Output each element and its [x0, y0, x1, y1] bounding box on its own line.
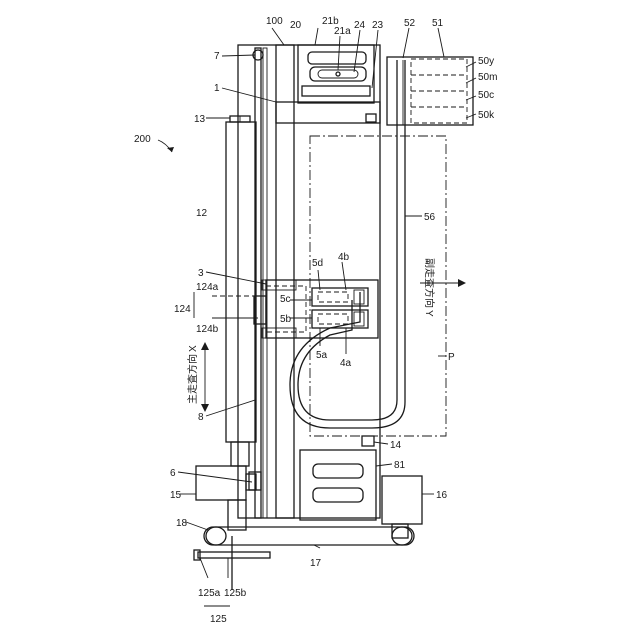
main-scan-text: 主走査方向	[186, 354, 199, 404]
tray-81	[300, 450, 376, 520]
label-5b: 5b	[280, 314, 292, 325]
leader-51	[438, 28, 444, 57]
roller-shaft-bottom	[231, 442, 249, 466]
leader-50y	[466, 62, 476, 67]
main-scan-arrowhead-down	[201, 404, 209, 412]
label-125a: 125a	[198, 588, 221, 599]
label-200: 200	[134, 134, 151, 145]
label-16: 16	[436, 490, 448, 501]
label-100: 100	[266, 16, 283, 27]
main-scan-arrowhead-up	[201, 342, 209, 350]
leader-8	[206, 400, 255, 416]
leader-52	[403, 28, 409, 58]
frame-100	[238, 45, 380, 518]
label-51: 51	[432, 18, 444, 29]
ink-tube-56-inner	[290, 60, 405, 428]
leader-21a	[338, 36, 340, 70]
leader-23	[372, 30, 378, 88]
label-50k: 50k	[478, 110, 495, 121]
leader-50k	[466, 114, 476, 118]
sub-scan-text: 副走査方向	[423, 258, 436, 308]
leader-100	[272, 28, 284, 45]
label-6: 6	[170, 468, 176, 479]
leader-6	[178, 472, 252, 482]
label-12: 12	[196, 208, 208, 219]
label-124: 124	[174, 304, 191, 315]
label-50c: 50c	[478, 90, 494, 101]
main-scan-axis: X	[188, 345, 199, 352]
tray-slot-a	[313, 464, 363, 478]
leader-7	[222, 55, 255, 56]
label-50m: 50m	[478, 72, 497, 83]
label-20: 20	[290, 20, 302, 31]
main-scan-caption: 主走査方向 X	[186, 345, 199, 404]
label-15: 15	[170, 490, 182, 501]
sub-scan-caption: 副走査方向 Y	[423, 258, 436, 317]
label-5c: 5c	[280, 294, 291, 305]
label-124b: 124b	[196, 324, 219, 335]
guide-rail-1	[276, 45, 294, 518]
head-5a-dashed	[318, 314, 348, 324]
leader-50m	[466, 78, 476, 83]
label-5a: 5a	[316, 350, 328, 361]
label-P: P	[448, 352, 455, 363]
label-50y: 50y	[478, 56, 494, 67]
label-18: 18	[176, 518, 188, 529]
label-17: 17	[310, 558, 322, 569]
label-124a: 124a	[196, 282, 219, 293]
leader-1	[222, 88, 276, 102]
head-connector-a	[354, 312, 364, 326]
label-4b: 4b	[338, 252, 350, 263]
pulley-18	[206, 527, 226, 545]
roller-bearing-top	[366, 114, 376, 122]
cap-21b	[308, 52, 366, 64]
label-125: 125	[210, 614, 227, 625]
label-13: 13	[194, 114, 206, 125]
pulley-16	[392, 527, 412, 545]
label-125b: 125b	[224, 588, 247, 599]
label-56: 56	[424, 212, 436, 223]
label-4a: 4a	[340, 358, 352, 369]
label-8: 8	[198, 412, 204, 423]
arrowhead-200	[167, 147, 174, 152]
wiper-24	[336, 72, 340, 76]
motor-base	[228, 500, 246, 530]
carriage-dashed-124	[266, 286, 306, 332]
frame-crossbar	[276, 102, 380, 123]
label-3: 3	[198, 268, 204, 279]
label-21a: 21a	[334, 26, 351, 37]
label-14: 14	[390, 440, 402, 451]
roller-bearing-14	[362, 436, 374, 446]
label-81: 81	[394, 460, 406, 471]
label-7: 7	[214, 51, 220, 62]
leader-18	[186, 522, 208, 530]
tray-slot-b	[313, 488, 363, 502]
leader-4b	[342, 262, 346, 290]
motor-16	[382, 476, 422, 524]
leader-125a	[200, 558, 208, 578]
gear-125	[198, 552, 270, 558]
carriage-3	[266, 280, 378, 338]
head-5d-dashed	[318, 292, 348, 302]
sub-scan-arrowhead	[458, 279, 466, 287]
platen-roller-12	[226, 122, 256, 442]
leader-24	[354, 30, 360, 72]
leader-81	[376, 464, 392, 466]
cap-21a-inner	[318, 70, 358, 78]
leader-50c	[466, 96, 476, 100]
head-connector-b	[354, 290, 364, 304]
leader-21b	[315, 28, 318, 45]
label-23: 23	[372, 20, 384, 31]
label-5d: 5d	[312, 258, 323, 269]
label-1: 1	[214, 83, 220, 94]
label-24: 24	[354, 20, 366, 31]
cap-holder-23	[302, 86, 370, 96]
sub-scan-axis: Y	[423, 310, 434, 317]
label-52: 52	[404, 18, 416, 29]
leader-14	[374, 442, 388, 444]
